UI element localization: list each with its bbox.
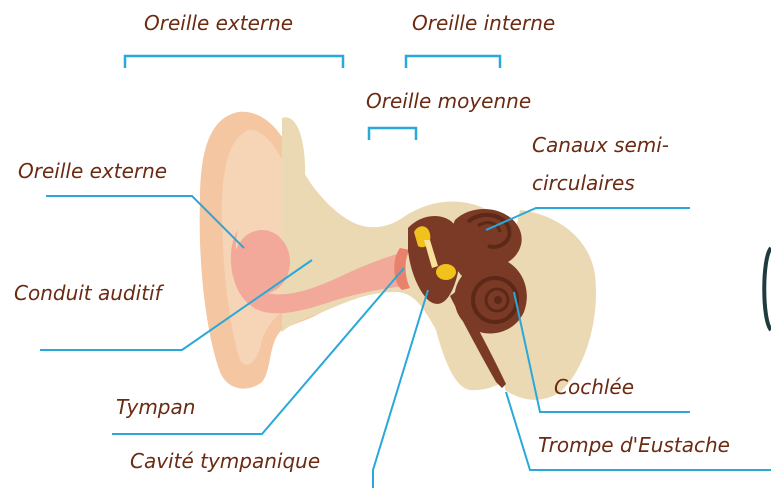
label-eustachian-tube: Trompe d'Eustache <box>538 432 730 458</box>
incus <box>436 264 456 280</box>
bracket-outer-ear <box>125 56 343 68</box>
leader-eustachian <box>506 392 771 470</box>
right-edge-mark <box>764 248 771 330</box>
label-tympanic-cavity: Cavité tympanique <box>130 448 320 474</box>
label-inner-ear-top: Oreille interne <box>412 10 555 36</box>
label-outer-ear-top: Oreille externe <box>144 10 293 36</box>
label-outer-ear-side: Oreille externe <box>18 158 167 184</box>
bracket-middle-ear <box>369 128 416 140</box>
label-cochlea: Cochlée <box>554 374 634 400</box>
label-semicircular-canals-line2: circulaires <box>532 170 635 196</box>
leader-tympanic-cavity <box>373 290 428 488</box>
concha-blob <box>234 230 290 294</box>
label-eardrum: Tympan <box>116 394 195 420</box>
cochlea-spiral-core <box>494 296 502 304</box>
bracket-inner-ear <box>406 56 500 68</box>
label-middle-ear-top: Oreille moyenne <box>366 88 531 114</box>
label-semicircular-canals-line1: Canaux semi- <box>532 132 669 158</box>
label-ear-canal: Conduit auditif <box>14 280 162 306</box>
